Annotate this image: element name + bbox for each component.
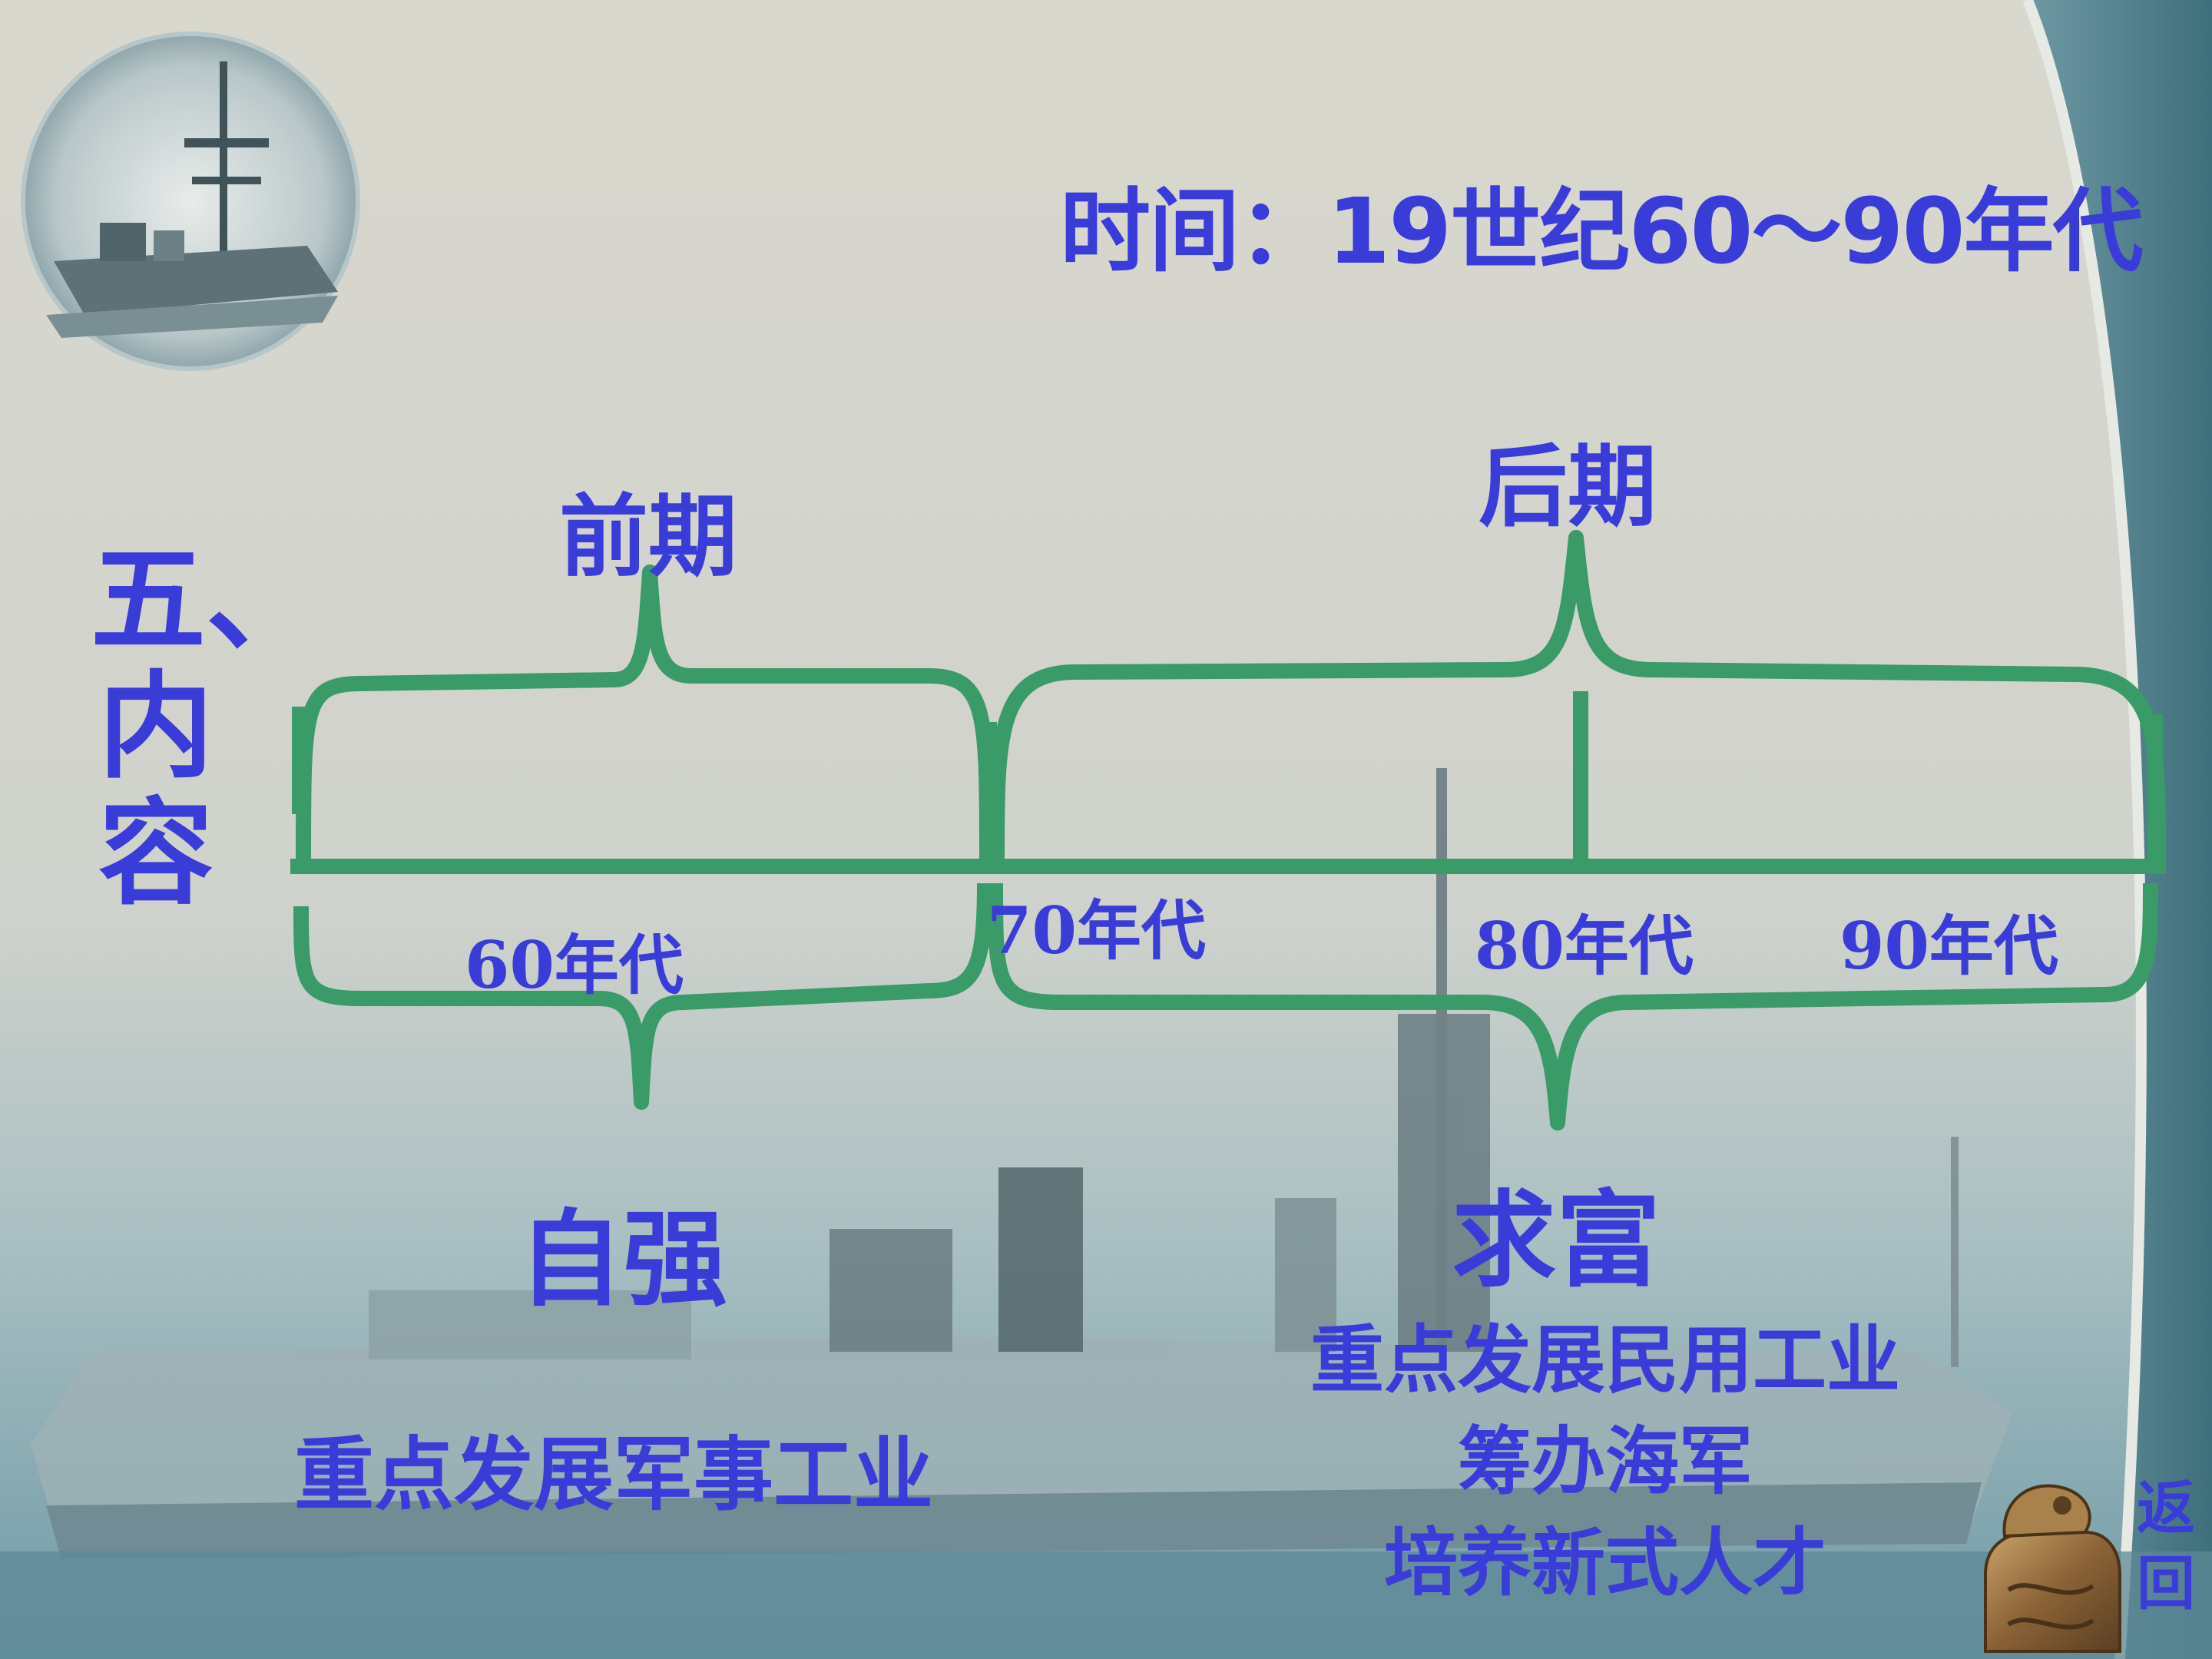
decade-label-60s: 60年代: [465, 927, 684, 1003]
period-late-label: 后期: [1479, 435, 1657, 539]
decade-label-70s: 70年代: [987, 892, 1206, 969]
warship-silhouette: [31, 768, 2012, 1559]
right-frame-arc: [2028, 0, 2212, 1659]
jade-seal-icon: [1984, 1484, 2121, 1653]
late-focus-item-talent: 培养新式人才: [1384, 1520, 1826, 1606]
time-range-label: 时间：19世纪60～90年代: [1060, 178, 2144, 284]
decade-label-80s: 80年代: [1475, 908, 1694, 984]
back-button-label[interactable]: 返回: [2137, 1474, 2195, 1618]
right-frame-highlight: [2022, 0, 2147, 1659]
brace-late-bottom: [988, 882, 2158, 1131]
goal-early-self-strengthening: 自强: [518, 1200, 727, 1321]
sea-water: [0, 1551, 2212, 1659]
decade-label-90s: 90年代: [1839, 908, 2058, 984]
section-title: 五、内容: [91, 534, 322, 921]
brace-late-top: [989, 530, 2166, 859]
period-early-label: 前期: [559, 485, 737, 589]
back-button[interactable]: [1970, 1459, 2208, 1659]
late-focus-item-navy: 筹办海军: [1458, 1419, 1753, 1505]
early-focus-text: 重点发展军事工业: [294, 1428, 934, 1522]
timeline-diagram: [290, 530, 2166, 1131]
goal-late-seeking-wealth: 求富: [1452, 1181, 1661, 1302]
late-focus-list: 重点发展民用工业 筹办海军 培养新式人才: [1260, 1310, 1951, 1614]
warship-photo-icon: [21, 31, 360, 371]
brace-early-bottom: [293, 882, 992, 1110]
late-focus-item-civil-industry: 重点发展民用工业: [1310, 1317, 1900, 1403]
brace-early-top: [296, 565, 995, 859]
